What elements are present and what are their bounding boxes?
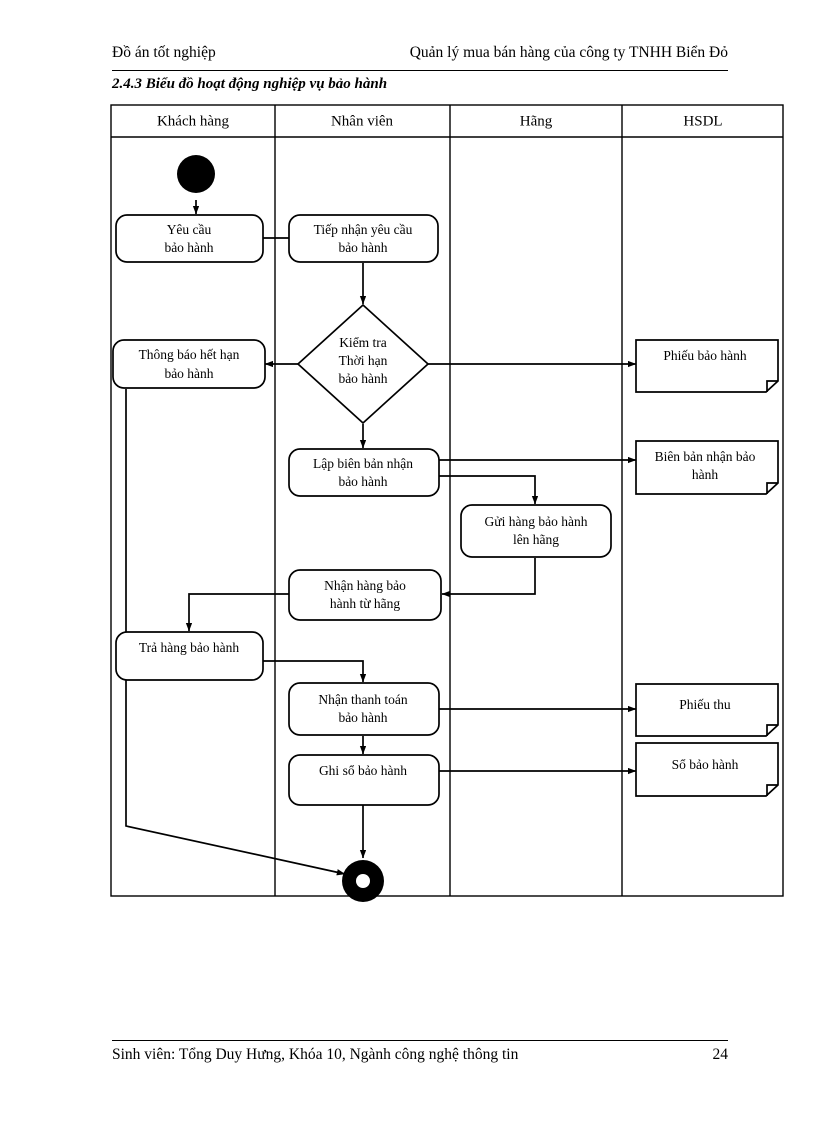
activity-tiep-nhan-yeu-cau[interactable]: Tiếp nhận yêu cầu bảo hành <box>288 214 439 263</box>
document-so-bao-hanh[interactable]: Sổ bảo hành <box>635 742 779 797</box>
activity-ghi-so-bao-hanh[interactable]: Ghi sổ bảo hành <box>288 754 440 806</box>
edge-gui-hang-to-nhan-hang <box>441 558 536 598</box>
decision-label-line3: bảo hành <box>338 371 387 386</box>
activity-thong-bao-het-han[interactable]: Thông báo hết hạn bảo hành <box>112 339 266 389</box>
edge-tra-hang-to-nhan-thanh-toan <box>263 660 367 683</box>
decision-label-line2: Thời hạn <box>339 353 388 368</box>
activity-label-line2: bảo hành <box>338 474 387 489</box>
document-header: Đồ án tốt nghiệp Quản lý mua bán hàng củ… <box>112 44 728 66</box>
activity-gui-hang-bao-hanh[interactable]: Gửi hàng bảo hành lên hãng <box>460 504 612 558</box>
activity-lap-bien-ban[interactable]: Lập biên bản nhận bảo hành <box>288 448 440 497</box>
activity-label-line1: Yêu cầu <box>167 222 212 237</box>
footer-left-text: Sinh viên: Tổng Duy Hưng, Khóa 10, Ngành… <box>112 1046 519 1063</box>
activity-label-line1: Gửi hàng bảo hành <box>485 514 588 529</box>
activity-label-line1: Ghi sổ bảo hành <box>319 763 407 778</box>
header-left-text: Đồ án tốt nghiệp <box>112 44 216 61</box>
activity-label-line2: bảo hành <box>164 240 213 255</box>
flow-edges <box>125 200 637 876</box>
document-label-line1: Sổ bảo hành <box>672 757 739 772</box>
header-divider-rule <box>112 70 728 71</box>
edge-lap-bien-ban-to-gui-hang <box>438 475 539 505</box>
activity-diagram: Khách hàng Nhân viên Hãng HSDL <box>110 104 784 1000</box>
activity-label-line1: Trả hàng bảo hành <box>139 640 240 655</box>
document-label-line1: Biên bản nhận bảo <box>655 449 756 464</box>
activity-label-line1: Thông báo hết hạn <box>139 347 240 362</box>
document-phieu-bao-hanh[interactable]: Phiếu bảo hành <box>635 339 779 393</box>
activity-label-line2: bảo hành <box>338 240 387 255</box>
activity-label-line1: Lập biên bản nhận <box>313 456 413 471</box>
document-label-line1: Phiếu bảo hành <box>663 348 746 363</box>
activity-tra-hang-bao-hanh[interactable]: Trả hàng bảo hành <box>115 631 264 681</box>
activity-nhan-thanh-toan[interactable]: Nhận thanh toán bảo hành <box>288 682 440 736</box>
lane-header-khach-hang: Khách hàng <box>157 113 230 129</box>
initial-node <box>177 155 215 193</box>
document-bien-ban-nhan-bao-hanh[interactable]: Biên bản nhận bảo hành <box>635 440 779 495</box>
footer-divider-rule <box>112 1040 728 1041</box>
activity-yeu-cau-bao-hanh[interactable]: Yêu cầu bảo hành <box>115 214 264 263</box>
activity-label-line2: bảo hành <box>164 366 213 381</box>
header-right-text: Quản lý mua bán hàng của công ty TNHH Bi… <box>409 44 728 61</box>
activity-label-line2: lên hãng <box>513 532 559 547</box>
final-node <box>342 860 384 902</box>
page-number: 24 <box>712 1046 729 1063</box>
activity-label-line1: Nhận hàng bảo <box>324 578 406 593</box>
section-heading: 2.4.3 Biểu đồ hoạt động nghiệp vụ bảo hà… <box>112 76 388 92</box>
activity-label-line1: Tiếp nhận yêu cầu <box>314 222 413 237</box>
decision-kiem-tra-thoi-han[interactable]: Kiểm tra Thời hạn bảo hành <box>296 303 430 425</box>
activity-label-line2: hành từ hãng <box>330 596 401 611</box>
swimlane-frame <box>110 104 784 897</box>
document-label-line1: Phiếu thu <box>679 697 731 712</box>
edge-thong-bao-to-end <box>125 389 346 876</box>
lane-header-hsdl: HSDL <box>683 113 722 129</box>
document-footer: Sinh viên: Tổng Duy Hưng, Khóa 10, Ngành… <box>112 1046 728 1064</box>
activity-label-line2: bảo hành <box>338 710 387 725</box>
lane-header-hang: Hãng <box>520 113 553 129</box>
document-label-line2: hành <box>692 467 718 482</box>
swimlane-headers: Khách hàng Nhân viên Hãng HSDL <box>157 113 723 129</box>
activity-nhan-hang-tu-hang[interactable]: Nhận hàng bảo hành từ hãng <box>288 569 442 621</box>
decision-label-line1: Kiểm tra <box>339 335 387 350</box>
lane-header-nhan-vien: Nhân viên <box>331 113 394 129</box>
activity-label-line1: Nhận thanh toán <box>318 692 407 707</box>
document-phieu-thu[interactable]: Phiếu thu <box>635 683 779 737</box>
